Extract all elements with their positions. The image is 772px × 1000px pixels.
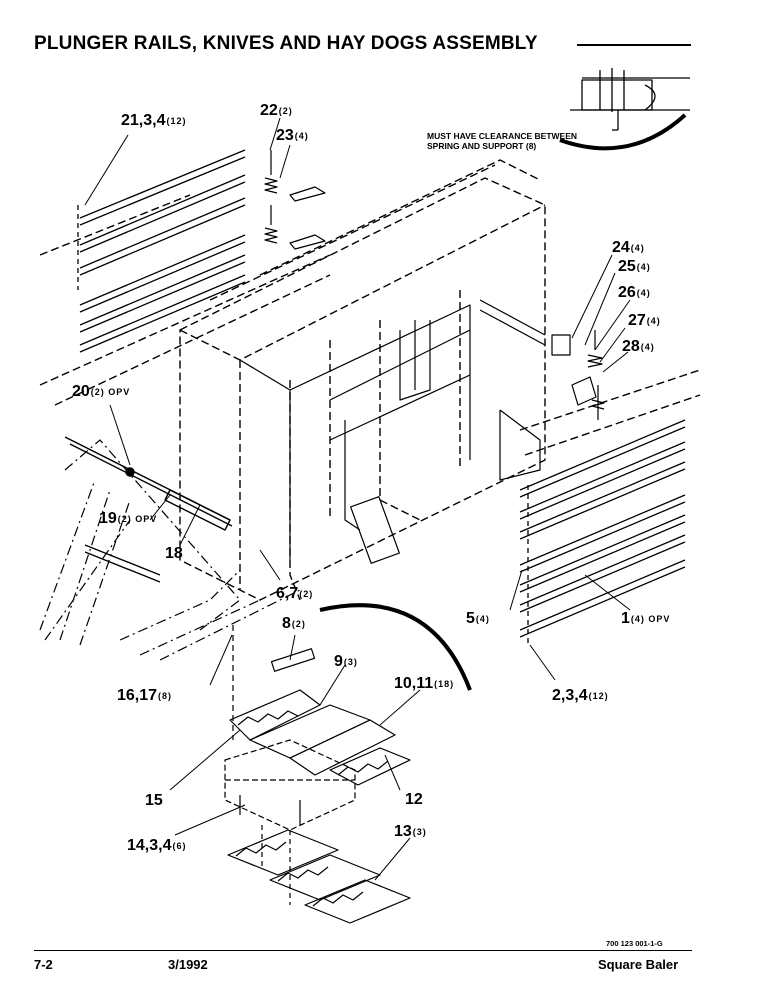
clearance-note: MUST HAVE CLEARANCE BETWEEN SPRING AND S… <box>427 131 577 151</box>
page-number: 7-2 <box>34 957 53 972</box>
callout-1: 1(4) OPV <box>621 610 671 627</box>
knife-detail-lower <box>224 603 472 831</box>
note-line-2: SPRING AND SUPPORT (8) <box>427 141 537 151</box>
callout-13: 13(3) <box>394 823 427 840</box>
hay-dog-crossbar <box>64 436 233 583</box>
title-rule <box>577 44 691 46</box>
hay-dog-frame <box>39 439 301 661</box>
note-line-1: MUST HAVE CLEARANCE BETWEEN <box>427 131 578 141</box>
product-name: Square Baler <box>598 957 679 972</box>
callout-24: 24(4) <box>612 239 645 256</box>
callout-19: 19(2) OPV <box>99 510 158 527</box>
callout-28: 28(4) <box>622 338 655 355</box>
frame-walls <box>239 299 546 564</box>
hay-dog-springs <box>264 150 326 250</box>
callout-22: 22(2) <box>260 102 293 119</box>
revision-date: 3/1992 <box>168 957 208 972</box>
callout-14-3-4: 14,3,4(6) <box>127 837 187 854</box>
callout-23: 23(4) <box>276 127 309 144</box>
plunger-rails-left <box>77 149 246 353</box>
plunger-rails-right <box>519 419 686 645</box>
callout-15: 15 <box>145 792 163 809</box>
callout-6-7: 6,7(2) <box>276 585 314 602</box>
callout-10-11: 10,11(18) <box>394 675 455 692</box>
inset-detail <box>559 68 690 151</box>
callout-18: 18 <box>165 545 183 562</box>
callout-2-3-4: 2,3,4(12) <box>552 687 609 704</box>
callout-8: 8(2) <box>282 615 306 632</box>
callout-12: 12 <box>405 791 423 808</box>
callout-27: 27(4) <box>628 312 661 329</box>
hay-dogs <box>227 825 411 924</box>
drawing-code: 700 123 001-1-G <box>606 939 663 948</box>
callout-20: 20(2) OPV <box>72 383 131 400</box>
plunger-springs-right <box>551 330 605 420</box>
callout-9: 9(3) <box>334 653 358 670</box>
footer-rule <box>34 950 692 951</box>
callout-5: 5(4) <box>466 610 490 627</box>
callout-26: 26(4) <box>618 284 651 301</box>
callout-16-17: 16,17(8) <box>117 687 173 704</box>
leader-lines <box>84 117 631 881</box>
callout-21: 21,3,4(12) <box>121 112 187 129</box>
page-title: PLUNGER RAILS, KNIVES AND HAY DOGS ASSEM… <box>34 33 538 54</box>
callout-25: 25(4) <box>618 258 651 275</box>
